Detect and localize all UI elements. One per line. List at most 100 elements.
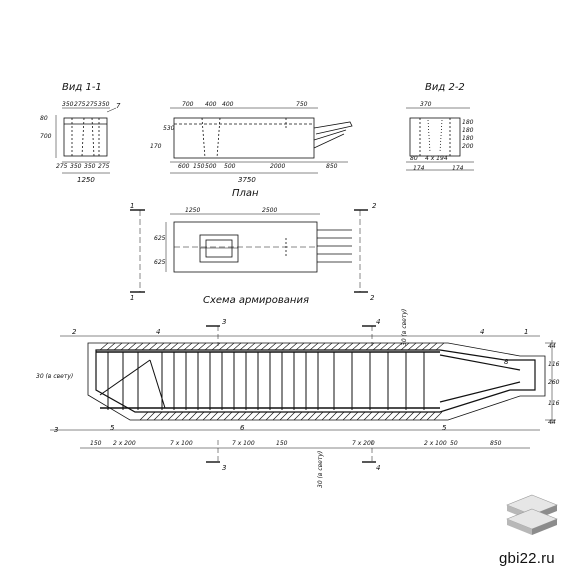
view1-bottom-dim: 350 <box>84 163 96 170</box>
hatch-line <box>260 342 270 351</box>
hatch-line <box>195 411 205 421</box>
plan-cut-label: 2 <box>370 294 375 302</box>
hatch-line <box>316 342 326 351</box>
view2-bottom-dim: 4 х 194 <box>425 155 448 162</box>
hatch-line <box>176 342 186 351</box>
hatch-line <box>223 411 233 421</box>
hatch-line <box>419 411 429 421</box>
view1-marker: 7 <box>116 102 121 110</box>
hatch-line <box>344 342 354 351</box>
hatch-line <box>251 411 261 421</box>
hatch-line <box>162 342 172 351</box>
view1-top-dim: 275 <box>74 101 86 108</box>
hatch-line <box>167 411 177 421</box>
scheme-bottom-dim: 2 х 200 <box>113 440 136 447</box>
side-bottom-dim: 500 <box>224 163 236 170</box>
hatch-line <box>239 342 249 351</box>
hatch-line <box>253 342 263 351</box>
plan-view <box>130 209 368 293</box>
view-1-title: Вид 1-1 <box>62 82 102 93</box>
hatch-line <box>342 411 352 421</box>
hatch-line <box>174 411 184 421</box>
view2-bottom-dim: 80 <box>410 155 418 162</box>
hatch-line <box>202 411 212 421</box>
hatch-line <box>141 342 151 351</box>
hatch-line <box>286 411 296 421</box>
hatch-line <box>267 342 277 351</box>
side-bottom-dim: 600 <box>178 163 190 170</box>
hatch-line <box>433 411 443 421</box>
view-2-2 <box>406 107 474 171</box>
hatch-line <box>335 411 345 421</box>
plan-cut-label: 1 <box>130 202 134 210</box>
scheme-marker: 4 <box>156 328 160 336</box>
stacked-slabs-icon <box>506 494 558 535</box>
hatch-line <box>155 342 165 351</box>
scheme-title: Схема армирования <box>203 295 309 306</box>
hatch-line <box>295 342 305 351</box>
hatch-line <box>190 342 200 351</box>
hatch-line <box>139 411 149 421</box>
hatch-line <box>321 411 331 421</box>
scheme-right-dim: 260 <box>548 379 560 386</box>
side-top-dim: 400 <box>222 101 234 108</box>
hatch-line <box>197 342 207 351</box>
hatch-line <box>349 411 359 421</box>
hatch-line <box>127 342 137 351</box>
scheme-bottom-dim: 150 <box>276 440 288 447</box>
hatch-line <box>106 342 116 351</box>
view1-top-dim: 350 <box>62 101 74 108</box>
view2-bottom-dim: 174 <box>452 165 464 172</box>
scheme-marker: 3 <box>54 426 58 434</box>
hatch-line <box>393 342 403 351</box>
hatch-line <box>246 342 256 351</box>
view1-left-dim: 700 <box>40 133 52 140</box>
scheme-marker: 4 <box>376 318 380 326</box>
hatch-line <box>153 411 163 421</box>
hatch-line <box>398 411 408 421</box>
hatch-line <box>307 411 317 421</box>
hatch-line <box>384 411 394 421</box>
view1-bottom-dim: 275 <box>56 163 68 170</box>
scheme-right-dim: 116 <box>548 361 560 368</box>
hatch-line <box>216 411 226 421</box>
hatch-line <box>209 411 219 421</box>
reinforcement-scheme <box>50 325 556 463</box>
hatch-line <box>386 342 396 351</box>
plan-top-dim: 1250 <box>185 207 200 214</box>
view1-top-dim: 350 <box>98 101 110 108</box>
view1-bottom-dim: 350 <box>70 163 82 170</box>
hatch-line <box>356 411 366 421</box>
hatch-line <box>314 411 324 421</box>
hatch-line <box>274 342 284 351</box>
side-bottom-dim: 850 <box>326 163 338 170</box>
hatch-line <box>183 342 193 351</box>
plan-top-dim: 2500 <box>262 207 277 214</box>
side-bottom-dim: 2000 <box>270 163 285 170</box>
hatch-line <box>358 342 368 351</box>
brand-site-label[interactable]: gbi22.ru <box>499 550 555 567</box>
view1-total-dim: 1250 <box>77 176 95 184</box>
scheme-marker: 3 <box>222 318 226 326</box>
scheme-marker: 6 <box>240 424 245 432</box>
hatch-line <box>323 342 333 351</box>
hatch-line <box>279 411 289 421</box>
hatch-line <box>188 411 198 421</box>
hatch-line <box>148 342 158 351</box>
hatch-line <box>204 342 214 351</box>
hatch-line <box>379 342 389 351</box>
hatch-line <box>370 411 380 421</box>
scheme-marker: 3 <box>222 464 226 472</box>
scheme-marker: 2 <box>72 328 77 336</box>
brand-block: gbi22.ru <box>497 487 567 567</box>
side-bottom-dim: 150 <box>193 163 205 170</box>
view2-right-dim: 180 <box>462 127 474 134</box>
scheme-right-dim: 116 <box>548 400 560 407</box>
hatch-line <box>265 411 275 421</box>
hatch-line <box>99 342 109 351</box>
hatch-line <box>288 342 298 351</box>
hatch-line <box>414 342 424 351</box>
scheme-bottom-dim: 7 х 100 <box>170 440 193 447</box>
clearance-bottom-label: 30 (в свету) <box>317 451 324 488</box>
